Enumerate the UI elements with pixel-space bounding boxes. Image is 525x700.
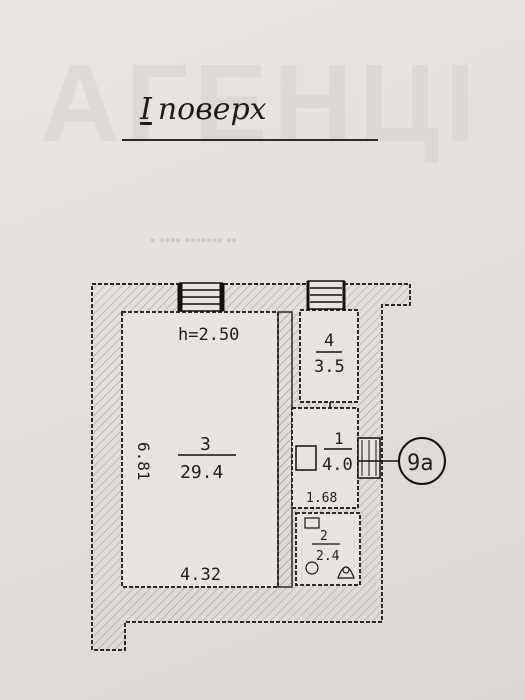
ceiling-height-label: h=2.50 [178, 325, 239, 345]
title-underline [122, 139, 378, 141]
room-4-area: 3.5 [314, 357, 345, 377]
left-length-label: 6.81 [134, 442, 153, 481]
room-3 [121, 311, 279, 588]
window-top-left [177, 282, 225, 312]
room-3-number: 3 [200, 434, 211, 455]
partition-wall [277, 311, 293, 588]
room-1-number: 1 [334, 429, 344, 448]
room-4 [299, 309, 359, 403]
gas-marker-circle [398, 437, 446, 485]
window-right [357, 437, 381, 479]
hall-width-label: 1.68 [306, 491, 337, 506]
room-1-area: 4.0 [322, 455, 353, 475]
floor-numeral: I [140, 92, 152, 127]
stove-box [295, 445, 317, 471]
room-2-number: 2 [320, 529, 328, 544]
window-top-right [306, 280, 346, 310]
watermark-stamp: ▪ ▪▪▪▪ ▪▪▪▪▪▪▪ ▪▪ [150, 232, 237, 249]
gas-marker-label: 9a [407, 451, 434, 476]
room-1 [291, 407, 359, 509]
room-4-number: 4 [324, 331, 334, 351]
floor-word: поверх [157, 92, 267, 127]
bathroom-fixtures [304, 517, 355, 579]
watermark-text: АГЕНЦІ [40, 42, 482, 165]
bottom-width-label: 4.32 [180, 565, 221, 585]
room-2-area: 2.4 [316, 549, 340, 564]
room-2 [295, 512, 361, 586]
room-3-area: 29.4 [180, 462, 223, 483]
